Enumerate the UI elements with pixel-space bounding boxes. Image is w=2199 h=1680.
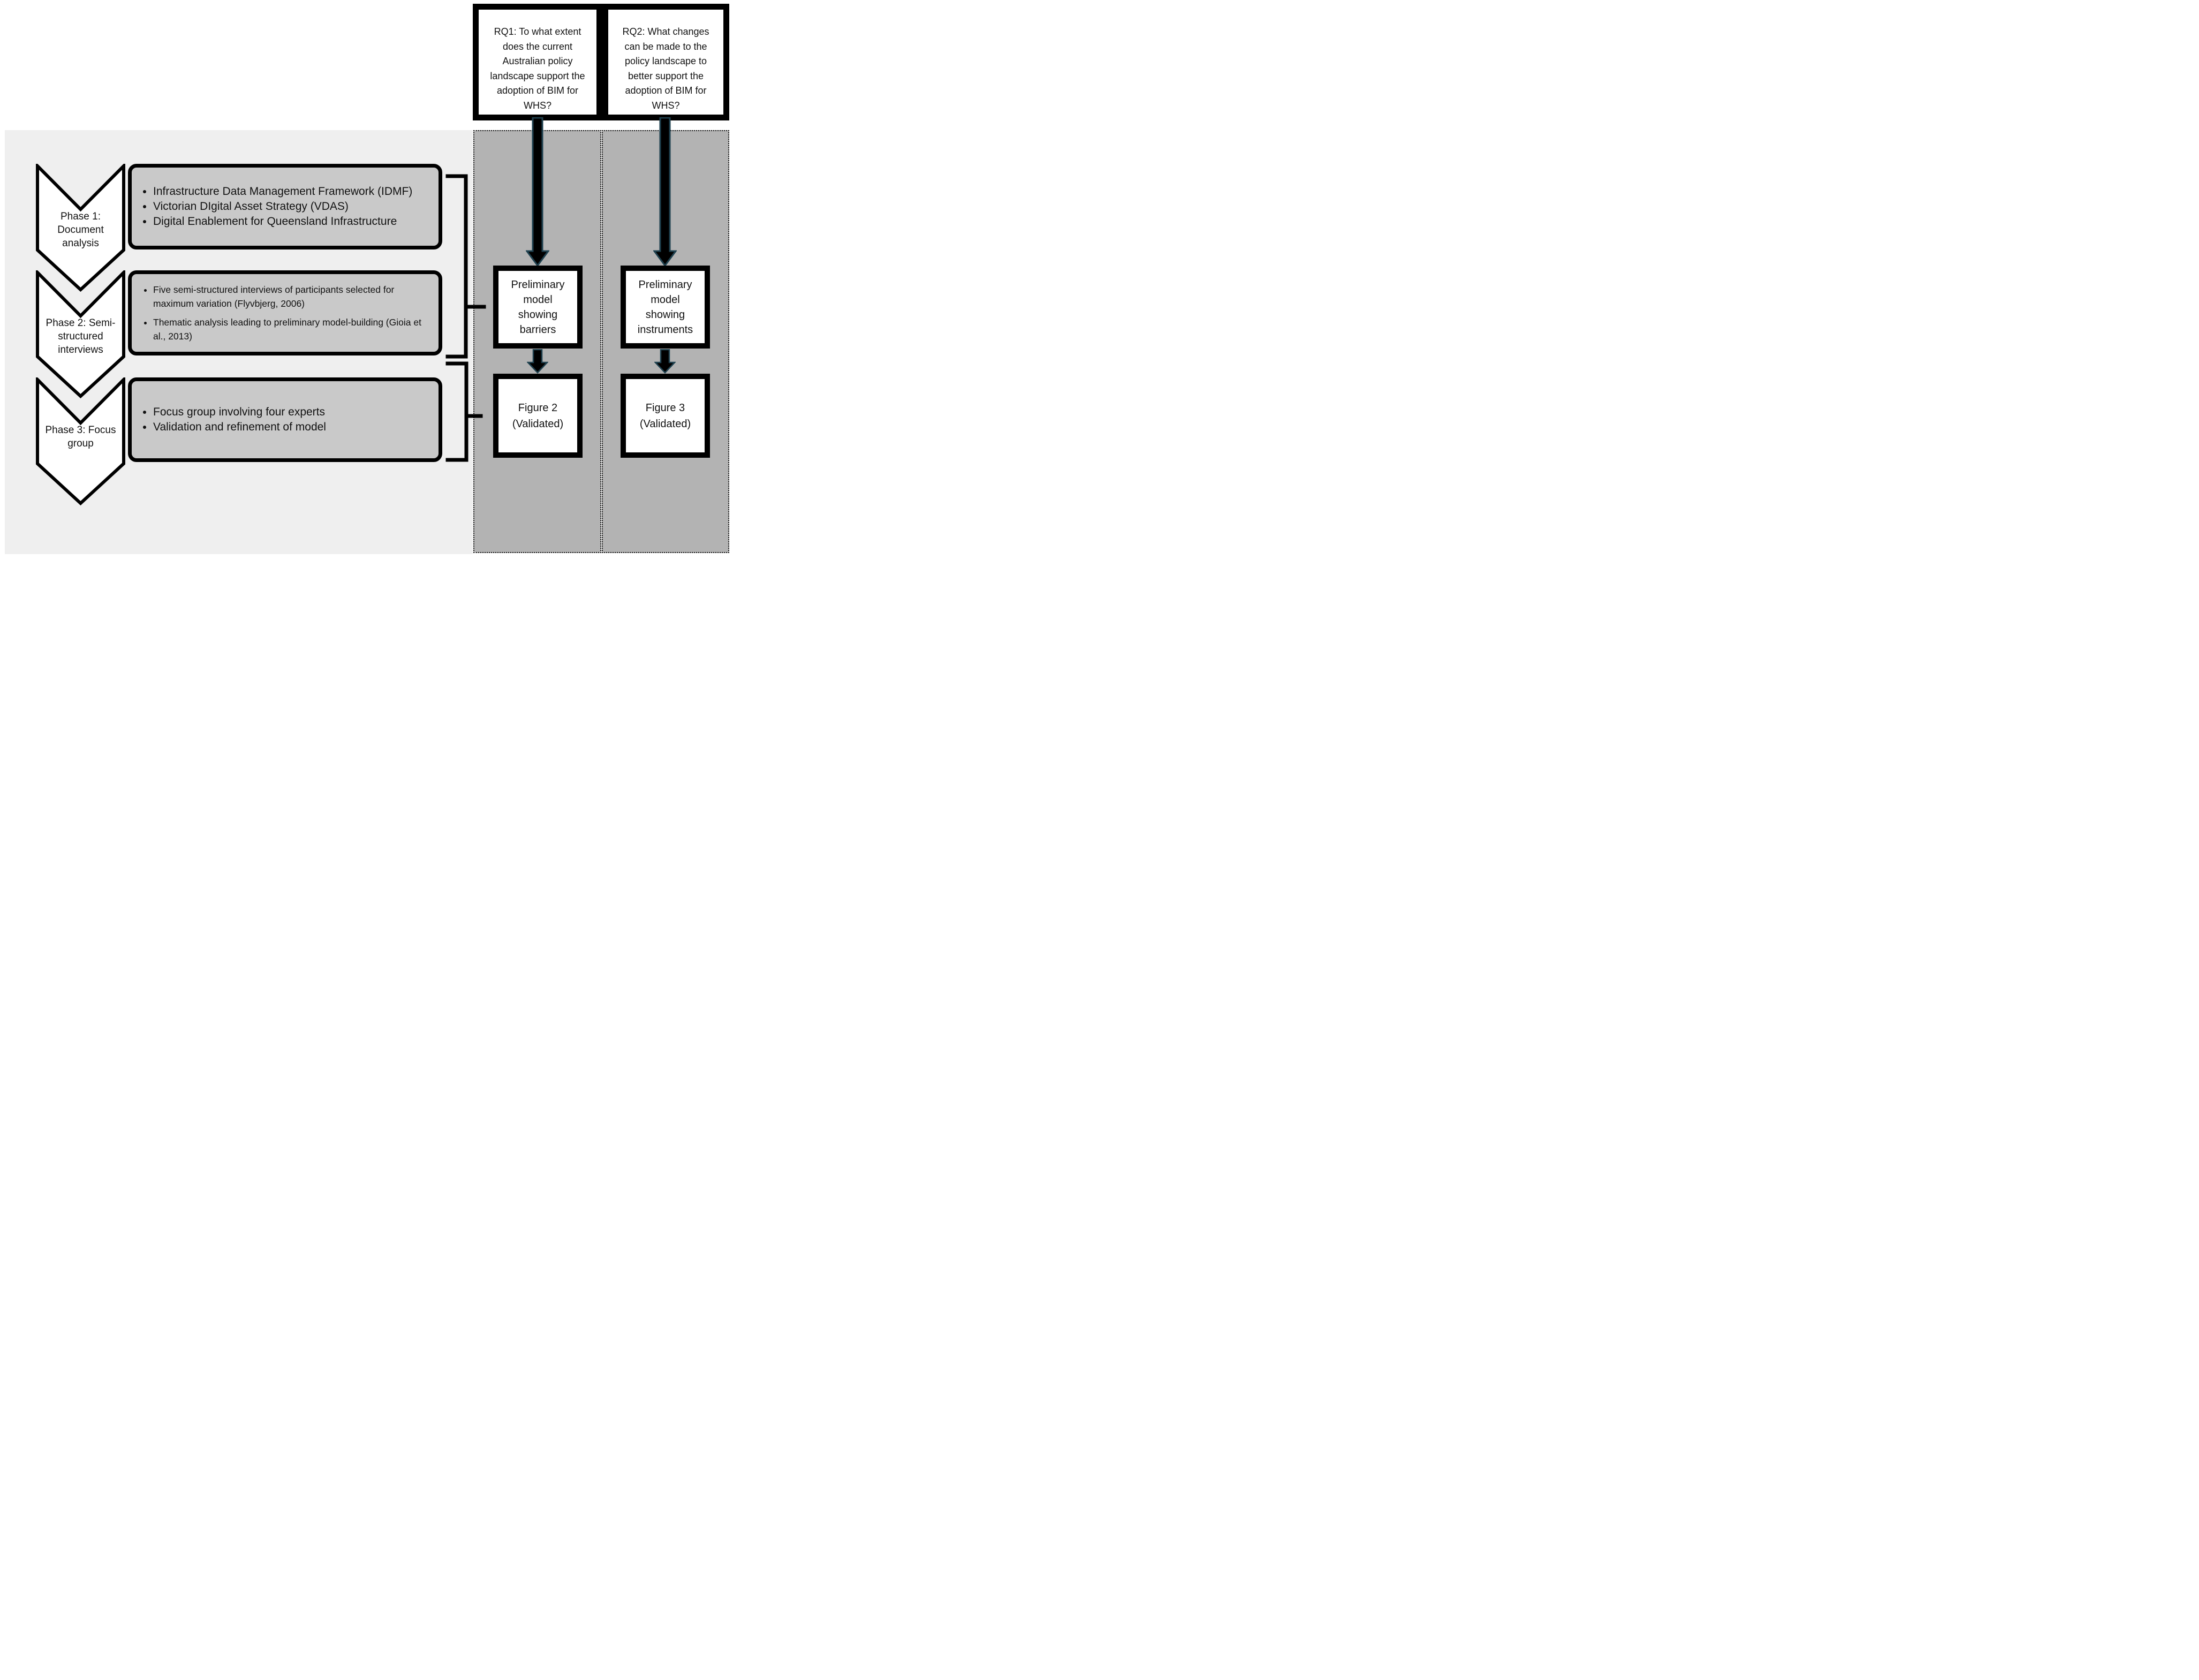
phase3-box: Focus group involving four expertsValida… [128,377,442,462]
phase1-chevron: Phase 1: Document analysis [35,164,126,292]
chevron-down-icon [36,270,125,398]
figure3-validated-box: Figure 3 (Validated) [621,374,710,458]
figure2-validated-box: Figure 2 (Validated) [493,374,583,458]
bullet-item: Victorian DIgital Asset Strategy (VDAS) [153,200,433,214]
phase1-bullet-list: Infrastructure Data Management Framework… [132,185,439,229]
bullet-item: Digital Enablement for Queensland Infras… [153,215,433,229]
bullet-item: Validation and refinement of model [153,420,433,434]
phase3-bullet-list: Focus group involving four expertsValida… [132,405,439,434]
phase2-bullet-list: Five semi-structured interviews of parti… [132,283,439,343]
diagram-canvas: Phase 1: Document analysis Phase 2: Semi… [0,0,733,560]
phase2-box: Five semi-structured interviews of parti… [128,270,442,355]
phase2-label: Phase 2: Semi- structured interviews [46,317,116,355]
rq1-box: RQ1: To what extent does the current Aus… [473,4,602,120]
bullet-item: Focus group involving four experts [153,405,433,419]
phase3-chevron: Phase 3: Focus group [35,377,126,505]
bullet-item: Five semi-structured interviews of parti… [153,283,433,311]
chevron-down-icon [36,164,125,292]
rq2-box: RQ2: What changes can be made to the pol… [602,4,729,120]
chevron-down-icon [36,377,125,505]
phase1-box: Infrastructure Data Management Framework… [128,164,442,249]
phase3-label: Phase 3: Focus group [45,425,116,449]
phase1-label: Phase 1: Document analysis [57,211,104,249]
preliminary-model-instruments-box: Preliminary model showing instruments [621,266,710,349]
phase2-chevron: Phase 2: Semi- structured interviews [35,270,126,398]
bullet-item: Thematic analysis leading to preliminary… [153,315,433,343]
preliminary-model-barriers-box: Preliminary model showing barriers [493,266,583,349]
bullet-item: Infrastructure Data Management Framework… [153,185,433,199]
